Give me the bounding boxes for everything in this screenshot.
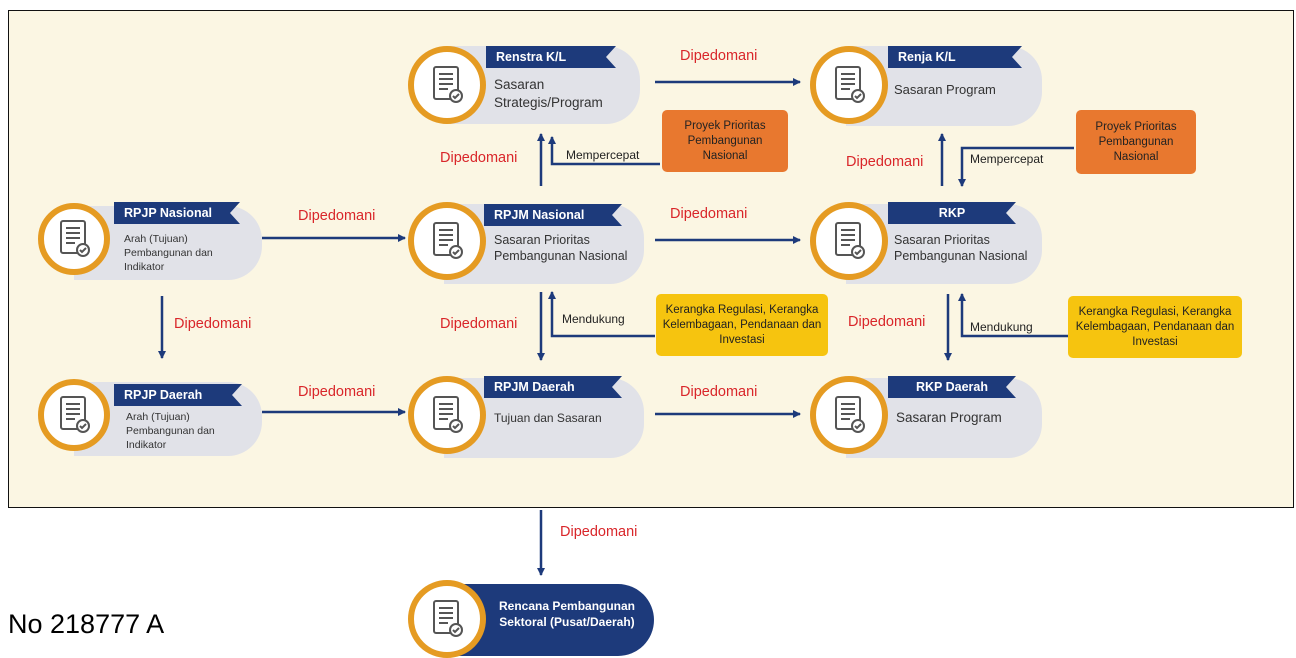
node-description: Sasaran Program bbox=[896, 410, 1002, 425]
document-check-icon bbox=[38, 379, 110, 451]
document-check-icon bbox=[810, 202, 888, 280]
node-title: RPJP Daerah bbox=[114, 384, 242, 406]
node-title: RKP Daerah bbox=[888, 376, 1016, 398]
node-description: Rencana Pembangunan Sektoral (Pusat/Daer… bbox=[498, 599, 636, 629]
node-title: RPJM Daerah bbox=[484, 376, 622, 398]
edge-label-mendukung: Mendukung bbox=[970, 320, 1033, 334]
node-description: Sasaran Strategis/Program bbox=[494, 77, 603, 110]
edge-label-dipedomani: Dipedomani bbox=[174, 316, 252, 332]
document-check-icon bbox=[408, 376, 486, 454]
edge-label-mempercepat: Mempercepat bbox=[566, 148, 640, 162]
edge-label-dipedomani: Dipedomani bbox=[680, 384, 758, 400]
edge-label-mendukung: Mendukung bbox=[562, 312, 625, 326]
node-description: Sasaran Prioritas Pembangunan Nasional bbox=[494, 233, 628, 263]
edge-label-dipedomani: Dipedomani bbox=[298, 384, 376, 400]
arrow-kerangka-to-rkp bbox=[958, 293, 1068, 338]
node-title: RPJM Nasional bbox=[484, 204, 622, 226]
node-title: Renstra K/L bbox=[486, 46, 616, 68]
note-kerangka: Kerangka Regulasi, Kerangka Kelembagaan,… bbox=[1068, 296, 1242, 358]
edge-label-dipedomani: Dipedomani bbox=[440, 316, 518, 332]
edge-label-dipedomani: Dipedomani bbox=[848, 314, 926, 330]
node-description: Sasaran Program bbox=[894, 82, 996, 97]
document-check-icon bbox=[408, 202, 486, 280]
edge-label-dipedomani: Dipedomani bbox=[670, 206, 748, 222]
document-check-icon bbox=[810, 46, 888, 124]
document-check-icon bbox=[408, 46, 486, 124]
arrow-proyek-to-rkp bbox=[958, 146, 1074, 187]
node-description: Arah (Tujuan) Pembangunan dan Indikator bbox=[126, 411, 215, 451]
arrow-kerangka-to-rpjmn bbox=[548, 291, 655, 338]
edge-label-dipedomani: Dipedomani bbox=[680, 48, 758, 64]
edge-label-dipedomani: Dipedomani bbox=[560, 524, 638, 540]
node-description: Sasaran Prioritas Pembangunan Nasional bbox=[894, 233, 1028, 263]
note-kerangka: Kerangka Regulasi, Kerangka Kelembagaan,… bbox=[656, 294, 828, 356]
note-proyek-prioritas: Proyek Prioritas Pembangunan Nasional bbox=[662, 110, 788, 172]
node-description: Tujuan dan Sasaran bbox=[494, 411, 602, 425]
edge-label-dipedomani: Dipedomani bbox=[846, 154, 924, 170]
edge-label-dipedomani: Dipedomani bbox=[298, 208, 376, 224]
document-check-icon bbox=[38, 203, 110, 275]
edge-label-dipedomani: Dipedomani bbox=[440, 150, 518, 166]
caption: No 218777 A bbox=[8, 609, 165, 639]
node-description: Arah (Tujuan) Pembangunan dan Indikator bbox=[124, 233, 213, 273]
edge-label-mempercepat: Mempercepat bbox=[970, 152, 1044, 166]
node-title: Renja K/L bbox=[888, 46, 1022, 68]
node-title: RPJP Nasional bbox=[114, 202, 240, 224]
note-proyek-prioritas: Proyek Prioritas Pembangunan Nasional bbox=[1076, 110, 1196, 174]
document-check-icon bbox=[408, 580, 486, 658]
arrow-proyek-to-renstra bbox=[548, 136, 660, 166]
node-title: RKP bbox=[888, 202, 1016, 224]
document-check-icon bbox=[810, 376, 888, 454]
